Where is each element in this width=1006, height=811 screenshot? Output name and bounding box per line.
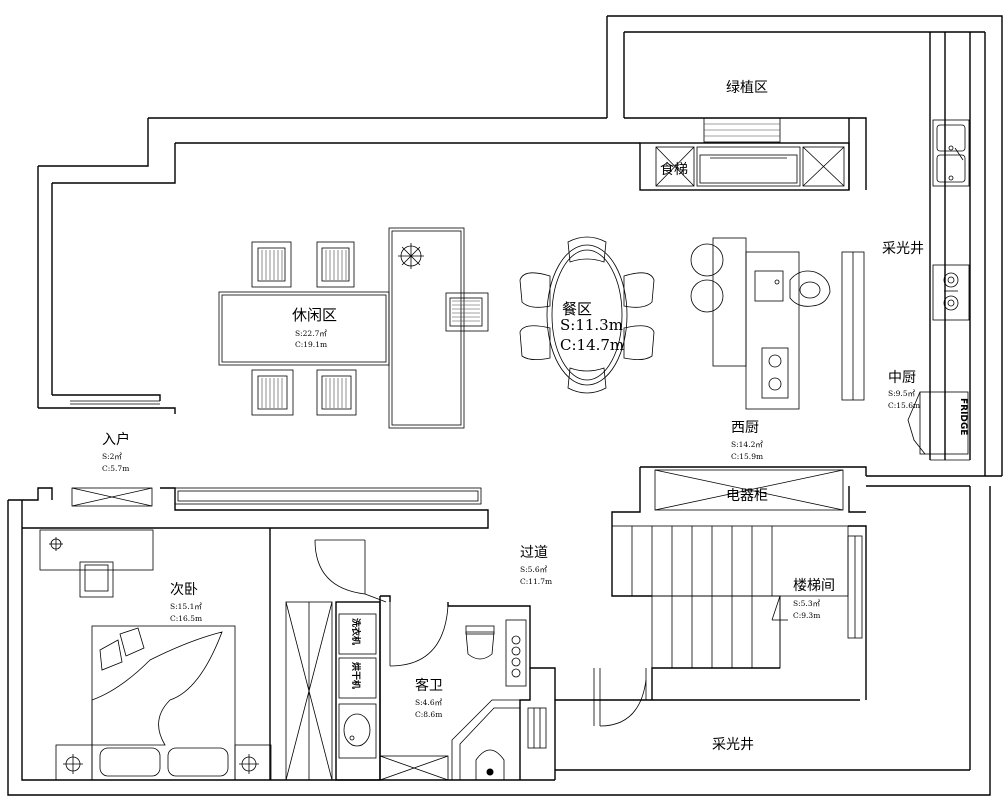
second-bedroom-perimeter-value: C:16.5m [170,614,202,623]
corridor-area-value: S:5.6㎡ [520,565,548,574]
corridor-door[interactable] [364,593,387,603]
western-kitchen-area-value: S:14.2㎡ [731,440,763,449]
food-lift-label: 食梯 [660,161,688,178]
dining-label: 餐区 [562,300,592,318]
lightwell-right-label: 采光井 [882,241,924,257]
chinese-kitchen-perimeter-value: C:15.6m [888,401,920,410]
fridge-label: FRIDGE [958,398,968,435]
bottom-lightwell: 采光井 [527,668,754,753]
exterior-walls [7,15,1003,796]
guest-bath-label: 客卫 [415,677,443,694]
long-desk [388,227,489,429]
leisure-perimeter-value: C:19.1m [295,340,327,349]
laundry-cabinet: 洗衣机 烘干机 [335,596,381,781]
stairwell-perimeter-value: C:9.3m [793,611,820,620]
chinese-kitchen-area-value: S:9.5㎡ [888,389,916,398]
leisure-area-value: S:22.7㎡ [295,329,327,338]
dining-area-value: S:11.3m [560,316,623,334]
gas-stove [932,264,970,321]
second-bedroom-area-value: S:15.1㎡ [170,602,202,611]
corridor-label: 过道 [520,545,548,561]
double-sink [932,119,970,187]
fridge: FRIDGE [907,391,969,455]
dryer-label: 烘干机 [350,662,362,689]
leisure-area: 休闲区 S:22.7㎡ C:19.1m [218,241,390,416]
dining-table: 餐区 S:11.3m C:14.7m [519,236,655,394]
stairwell: 楼梯间 S:5.3㎡ C:9.3m [611,525,867,700]
food-lift-and-counter: 食梯 [639,142,850,191]
entrance-label: 入户 [102,431,130,448]
green-zone-label: 绿植区 [726,80,768,96]
wardrobe [285,601,333,781]
entrance-area-value: S:2㎡ [102,452,122,461]
guest-bath: 客卫 S:4.6㎡ C:8.6m [379,595,556,781]
second-bedroom: 次卧 S:15.1㎡ C:16.5m [39,529,272,781]
corridor-perimeter-value: C:11.7m [520,577,552,586]
lounge-chairs [251,241,357,416]
chinese-kitchen-label: 中厨 [888,370,916,386]
appliance-cabinet: 电器柜 [611,466,867,526]
green-zone: 绿植区 [703,80,781,143]
stairwell-area-value: S:5.3㎡ [793,599,821,608]
kitchen-island: 西厨 S:14.2㎡ C:15.9m [690,237,865,461]
dining-perimeter-value: C:14.7m [560,336,624,354]
western-kitchen-perimeter-value: C:15.9m [731,452,763,461]
western-kitchen-label: 西厨 [731,420,759,436]
stairwell-label: 楼梯间 [793,578,835,594]
entrance: 入户 S:2㎡ C:5.7m [71,431,482,507]
second-bedroom-label: 次卧 [170,582,198,598]
entrance-perimeter-value: C:5.7m [102,464,129,473]
leisure-label: 休闲区 [292,306,337,324]
guest-bath-area-value: S:4.6㎡ [415,698,443,707]
lightwell-bottom-label: 采光井 [712,737,754,753]
bedroom-door[interactable] [314,539,366,595]
kitchen-counter [932,119,970,321]
washer-label: 洗衣机 [350,618,362,645]
guest-bath-perimeter-value: C:8.6m [415,710,442,719]
appliance-cabinet-label: 电器柜 [726,488,768,504]
